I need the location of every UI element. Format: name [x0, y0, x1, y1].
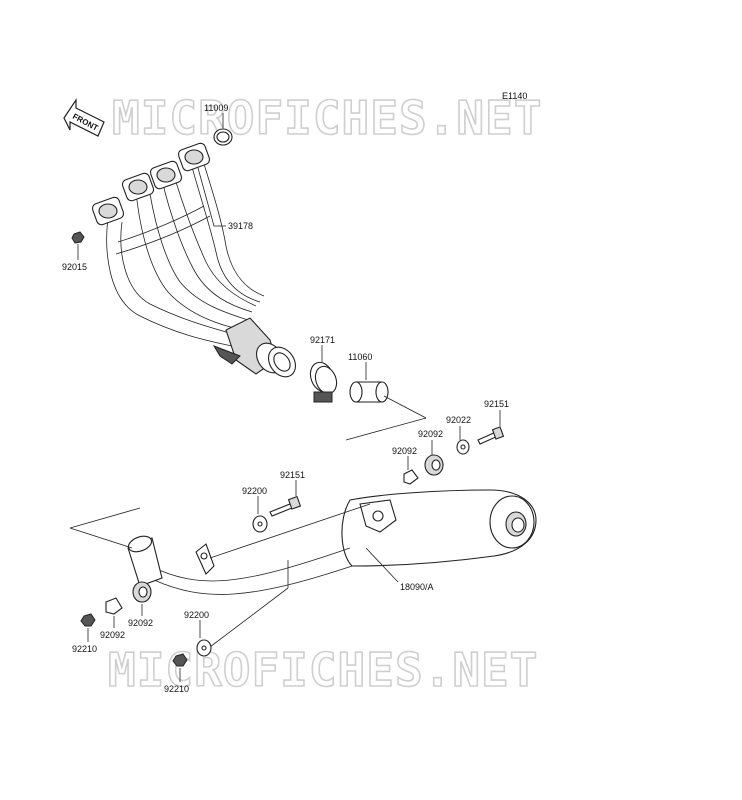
bolt-92151-lower [269, 495, 302, 517]
collar-92092-upper [403, 469, 419, 485]
header-pipe-assembly [91, 142, 296, 378]
grommet-92092-upper-right [424, 454, 444, 476]
label-39178: 39178 [228, 221, 253, 231]
label-92200-lower: 92200 [184, 610, 209, 620]
front-arrow-icon: FRONT [63, 98, 105, 137]
diagram-code: E1140 [502, 91, 527, 101]
nut-92015 [71, 231, 85, 244]
label-11060: 11060 [348, 352, 372, 362]
label-92092-a: 92092 [418, 429, 443, 439]
label-92092-c: 92092 [128, 618, 153, 628]
nut-92210-lower [172, 653, 188, 667]
label-92200-upper: 92200 [242, 486, 267, 496]
label-92171: 92171 [310, 335, 335, 345]
sleeve-11060 [349, 381, 389, 403]
label-92022: 92022 [446, 415, 471, 425]
bolt-92151-upper [477, 426, 505, 445]
grommet-92092-lower [132, 581, 152, 603]
watermark-top: MICROFICHES.NET [112, 91, 542, 145]
label-92210-left: 92210 [72, 644, 97, 654]
label-92015: 92015 [62, 262, 87, 272]
label-18090: 18090/A [400, 582, 434, 592]
label-11009: 11009 [204, 103, 228, 113]
muffler-18090 [127, 489, 537, 595]
label-92151-lower: 92151 [280, 470, 305, 480]
label-92210-lower: 92210 [164, 684, 189, 694]
label-92092-b: 92092 [392, 446, 417, 456]
collar-92092-lower [105, 597, 123, 615]
watermark-bottom: MICROFICHES.NET [108, 643, 538, 697]
label-92151-upper: 92151 [484, 399, 509, 409]
nut-92210-left [80, 613, 96, 627]
label-92092-d: 92092 [100, 630, 125, 640]
clamp-92171 [309, 361, 338, 403]
